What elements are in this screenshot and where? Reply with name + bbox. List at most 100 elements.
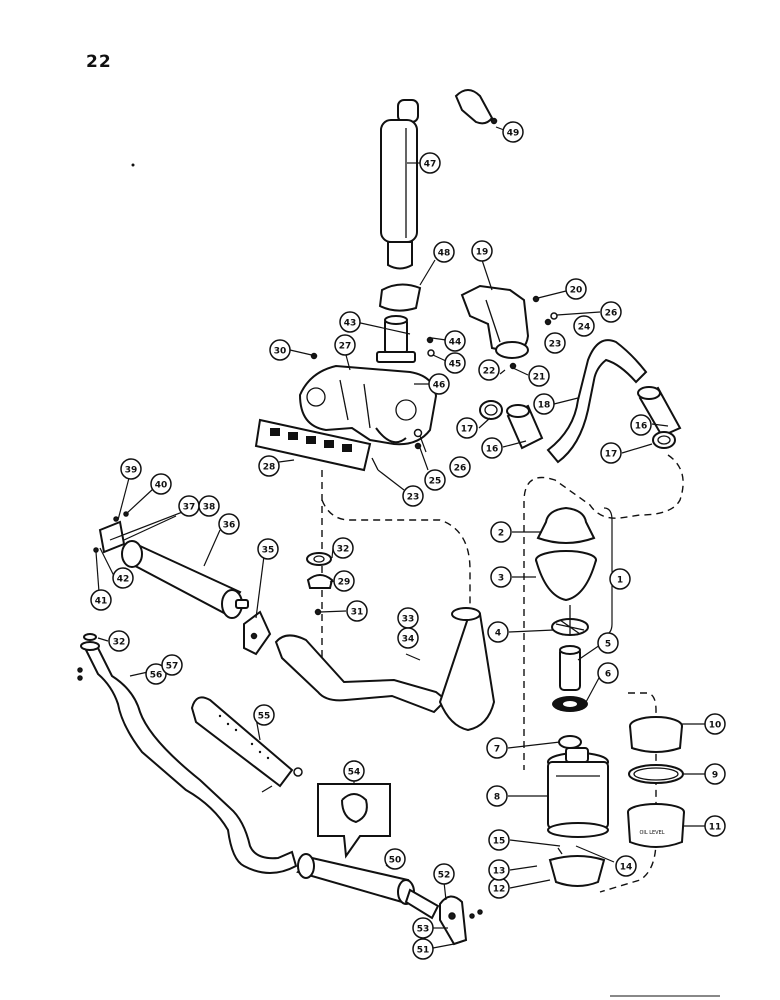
svg-text:51: 51 — [417, 946, 430, 956]
lower-muffler — [296, 853, 440, 920]
svg-text:7: 7 — [494, 745, 500, 755]
callout-41: 41 — [90, 589, 112, 611]
callout-19: 19 — [471, 240, 493, 262]
callout-17-left: 17 — [456, 417, 478, 439]
filter-element — [547, 747, 609, 838]
callout-10: 10 — [704, 713, 726, 735]
precleaner-element — [551, 605, 589, 636]
callout-3: 3 — [490, 566, 512, 588]
svg-text:11: 11 — [709, 823, 722, 833]
callout-30: 30 — [269, 339, 291, 361]
svg-text:42: 42 — [117, 575, 130, 585]
vertical-muffler — [380, 99, 419, 270]
svg-text:26: 26 — [605, 309, 618, 319]
callout-35: 35 — [257, 538, 279, 560]
air-cleaner-cap-body — [535, 550, 597, 602]
svg-text:36: 36 — [223, 521, 236, 531]
callout-36: 36 — [218, 513, 240, 535]
callout-29: 29 — [333, 570, 355, 592]
callout-53: 53 — [412, 917, 434, 939]
callout-34: 34 — [397, 627, 419, 649]
callout-11: 11 — [704, 815, 726, 837]
svg-text:23: 23 — [407, 493, 420, 503]
callout-23-bottom: 23 — [402, 485, 424, 507]
gasket-ring — [552, 696, 588, 712]
svg-text:46: 46 — [433, 381, 446, 391]
callout-4: 4 — [487, 621, 509, 643]
callout-42: 42 — [112, 567, 134, 589]
svg-text:47: 47 — [424, 160, 437, 170]
assembly-guide-lines — [321, 454, 684, 893]
callout-52: 52 — [433, 863, 455, 885]
svg-text:32: 32 — [337, 545, 350, 555]
callout-13: 13 — [488, 859, 510, 881]
callout-50: 50 — [384, 848, 406, 870]
manifold — [298, 364, 438, 446]
svg-text:39: 39 — [125, 466, 138, 476]
callout-12: 12 — [488, 877, 510, 899]
callout-14: 14 — [615, 855, 637, 877]
callout-15: 15 — [488, 829, 510, 851]
svg-text:40: 40 — [155, 481, 168, 491]
svg-text:38: 38 — [203, 503, 216, 513]
callout-26-top: 26 — [600, 301, 622, 323]
hose-clamp-left — [479, 400, 503, 420]
svg-text:12: 12 — [493, 885, 506, 895]
callout-55: 55 — [253, 704, 275, 726]
svg-text:23: 23 — [549, 340, 562, 350]
svg-text:26: 26 — [454, 464, 467, 474]
callout-56: 56 — [145, 663, 167, 685]
page-number: 22 — [86, 52, 112, 72]
manifold-fasteners — [310, 336, 435, 471]
svg-text:53: 53 — [417, 925, 430, 935]
callout-26-bottom: 26 — [449, 456, 471, 478]
svg-text:34: 34 — [402, 635, 415, 645]
hose-left — [506, 404, 544, 450]
callout-2: 2 — [490, 521, 512, 543]
svg-text:4: 4 — [495, 629, 501, 639]
air-cleaner-cap — [536, 506, 596, 544]
callout-33: 33 — [397, 607, 419, 629]
svg-text:15: 15 — [493, 837, 506, 847]
callout-22: 22 — [478, 359, 500, 381]
callout-20: 20 — [565, 278, 587, 300]
svg-text:44: 44 — [449, 338, 462, 348]
svg-text:33: 33 — [402, 615, 415, 625]
callout-44: 44 — [444, 330, 466, 352]
tail-pipe-fasteners — [77, 633, 97, 681]
callout-45: 45 — [444, 352, 466, 374]
svg-text:50: 50 — [389, 856, 402, 866]
svg-text:37: 37 — [183, 503, 196, 513]
callout-25: 25 — [424, 469, 446, 491]
svg-text:3: 3 — [498, 574, 504, 584]
callout-18: 18 — [533, 393, 555, 415]
callout-57: 57 — [161, 654, 183, 676]
svg-text:21: 21 — [533, 373, 546, 383]
callout-17-right: 17 — [600, 442, 622, 464]
svg-text:24: 24 — [578, 323, 591, 333]
callout-40: 40 — [150, 473, 172, 495]
flange-gaskets — [306, 552, 334, 616]
small-seal — [558, 735, 582, 749]
manifold-gasket — [254, 418, 372, 472]
callout-31: 31 — [346, 600, 368, 622]
callout-27: 27 — [334, 334, 356, 356]
svg-text:55: 55 — [258, 712, 271, 722]
muffler-clamp — [93, 511, 177, 554]
svg-text:18: 18 — [538, 401, 551, 411]
svg-text:49: 49 — [507, 129, 520, 139]
svg-text:6: 6 — [605, 670, 611, 680]
callout-49: 49 — [502, 121, 524, 143]
svg-text:27: 27 — [339, 342, 352, 352]
leader-lines — [95, 162, 705, 949]
svg-text:8: 8 — [494, 793, 500, 803]
svg-text:13: 13 — [493, 867, 506, 877]
horizontal-muffler — [121, 540, 249, 619]
svg-text:31: 31 — [351, 608, 364, 618]
air-hose-curved — [546, 339, 648, 464]
svg-text:1: 1 — [617, 576, 623, 586]
callout-51: 51 — [412, 938, 434, 960]
svg-text:25: 25 — [429, 477, 442, 487]
